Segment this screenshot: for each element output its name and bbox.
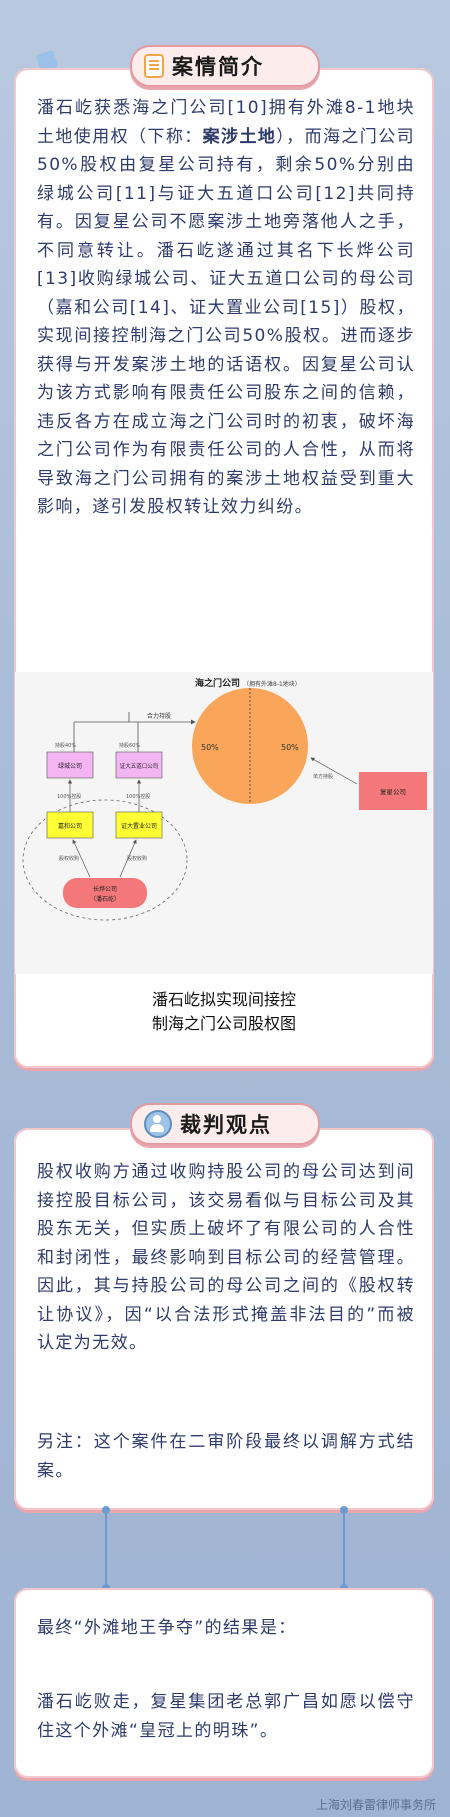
connector-dot-left-top [102, 1506, 110, 1514]
zhengda-zy-label: 证大置业公司 [121, 822, 157, 830]
zhengda-zy-acquisition-label: 股权收购 [127, 855, 147, 862]
left-half-percent: 50% [201, 743, 219, 752]
case-summary-tag: 案情简介 [130, 45, 320, 87]
fosun-label: 复星公司 [380, 787, 406, 796]
joint-holding-label: 合力持股 [147, 712, 171, 720]
diagram-caption-line1: 潘石屹拟实现间接控 [151, 990, 296, 1009]
zhengda-zy-box [115, 811, 163, 839]
zhengda-zy-acquisition-arrow [119, 839, 137, 878]
zhengda-holding-label: 持股60% [119, 742, 140, 749]
result-detail-text: 潘石屹败走，复星集团老总郭广昌如愿以偿守住这个外滩“皇冠上的明珠”。 [37, 1692, 415, 1741]
jiahe-control-label: 100%控股 [57, 793, 81, 800]
lvcheng-box [46, 751, 94, 779]
right-half-percent: 50% [281, 743, 299, 752]
jiahe-acquisition-label: 股权收购 [59, 855, 79, 862]
equity-diagram-svg: 海之门公司 （拥有外滩8-1地块） 50% 50% 合力持股 持股40% 持股6… [22, 677, 427, 921]
fosun-box [359, 772, 427, 810]
connector-dot-right-top [340, 1506, 348, 1514]
acquisition-scope-ellipse [22, 799, 188, 921]
zhengda-wdk-box [115, 751, 163, 779]
equity-structure-diagram: 海之门公司 （拥有外滩8-1地块） 50% 50% 合力持股 持股40% 持股6… [15, 672, 433, 974]
result-card: 最终“外滩地王争夺”的结果是： 潘石屹败走，复星集团老总郭广昌如愿以偿守住这个外… [14, 1588, 434, 1778]
diagram-title: 海之门公司 [195, 677, 240, 689]
case-summary-title: 案情简介 [172, 55, 264, 79]
changye-owner-label: （潘石屹） [90, 895, 120, 903]
person-icon [144, 1110, 172, 1138]
zhengda-wdk-label: 证大五道口公司 [120, 762, 159, 770]
judgment-view-card: 股权收购方通过收购持股公司的母公司达到间接控股目标公司，该交易看似与目标公司及其… [14, 1128, 434, 1510]
jiahe-label: 嘉和公司 [58, 822, 82, 830]
diagram-title-note: （拥有外滩8-1地块） [243, 680, 301, 688]
diagram-caption-line2: 制海之门公司股权图 [151, 1014, 296, 1033]
connector-right [343, 1512, 345, 1588]
changye-box [63, 878, 147, 908]
jiahe-box [46, 811, 94, 839]
judgment-view-tag: 裁判观点 [130, 1103, 320, 1145]
judgment-view-text: 股权收购方通过收购持股公司的母公司达到间接控股目标公司，该交易看似与目标公司及其… [37, 1162, 415, 1353]
watermark-text: 上海刘春雷律师事务所 [315, 1798, 436, 1812]
case-summary-text: 潘石屹获悉海之门公司[10]拥有外滩8-1地块土地使用权（下称：案涉土地），而海… [37, 98, 415, 517]
fosun-holding-arrow [310, 757, 358, 785]
judgment-note-text: 另注：这个案件在二审阶段最终以调解方式结案。 [37, 1432, 415, 1481]
case-land-term: 案涉土地 [202, 126, 277, 147]
connector-left [105, 1512, 107, 1588]
document-icon [144, 54, 164, 78]
case-summary-card: 潘石屹获悉海之门公司[10]拥有外滩8-1地块土地使用权（下称：案涉土地），而海… [14, 68, 434, 1068]
changye-label: 长烨公司 [93, 885, 117, 893]
jiahe-acquisition-arrow [72, 839, 91, 878]
judgment-view-title: 裁判观点 [180, 1113, 272, 1137]
lvcheng-holding-label: 持股40% [55, 742, 76, 749]
lvcheng-label: 绿城公司 [58, 762, 82, 770]
result-intro-text: 最终“外滩地王争夺”的结果是： [37, 1618, 297, 1638]
zhengda-zy-control-label: 100%控股 [126, 793, 150, 800]
fosun-holding-label: 单方持股 [313, 773, 333, 780]
